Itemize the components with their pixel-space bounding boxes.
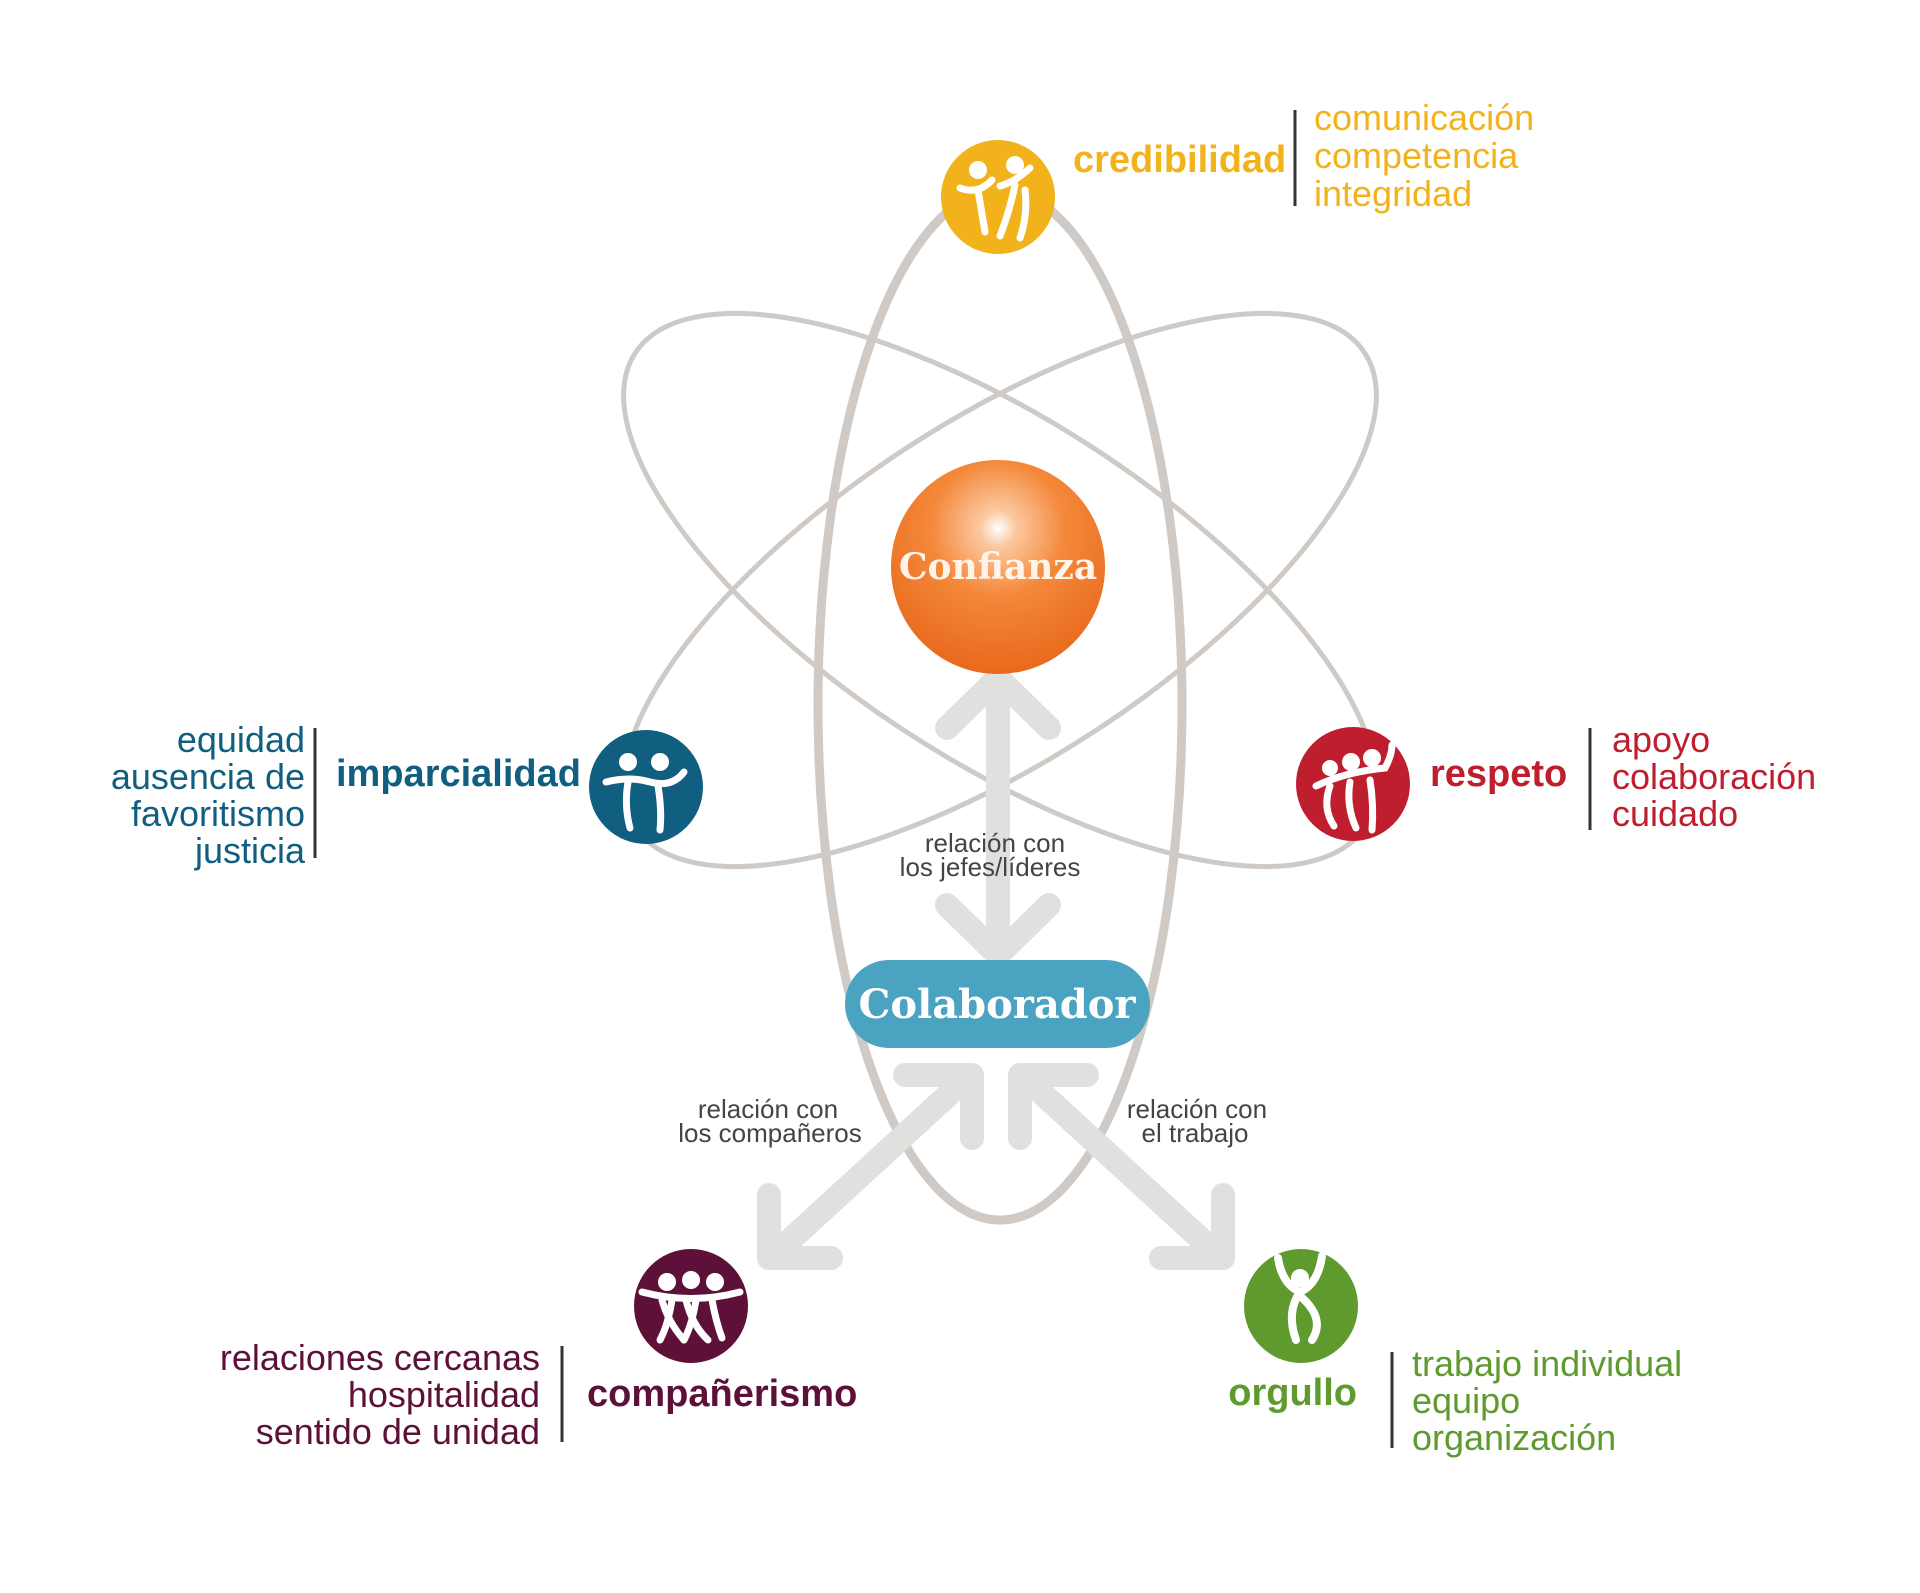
people-figures-icon	[602, 753, 688, 834]
raised-arms-figure-icon	[1274, 1252, 1326, 1344]
dimension-orgullo: orgullo trabajo individual equipo organi…	[1228, 1249, 1682, 1458]
orgullo-title: orgullo	[1228, 1372, 1357, 1414]
companerismo-title: compañerismo	[587, 1373, 857, 1415]
respeto-title: respeto	[1430, 753, 1567, 795]
relation-label-peers: relación con los compañeros	[678, 1094, 862, 1148]
people-figures-icon	[956, 156, 1034, 242]
group-figures-icon	[638, 1271, 744, 1344]
relation-peers-line-2: los compañeros	[678, 1118, 862, 1148]
credibilidad-title: credibilidad	[1073, 139, 1286, 181]
companerismo-item: hospitalidad	[348, 1374, 540, 1415]
dimension-imparcialidad: imparcialidad equidad ausencia de favori…	[111, 719, 703, 871]
respeto-item: apoyo	[1612, 719, 1710, 760]
arrow-leaders	[935, 666, 1061, 967]
imparcialidad-item: equidad	[177, 719, 305, 760]
orgullo-item: trabajo individual	[1412, 1343, 1682, 1384]
relation-work-line-1: relación con	[1127, 1094, 1267, 1124]
relation-leaders-line-2: los jefes/líderes	[900, 852, 1081, 882]
collaborator-pill	[845, 960, 1150, 1048]
credibilidad-item: comunicación	[1314, 97, 1534, 138]
relation-label-work: relación con el trabajo	[1127, 1094, 1267, 1148]
core-label: Confianza	[899, 546, 1097, 588]
people-figures-icon	[1312, 741, 1396, 834]
companerismo-item: relaciones cercanas	[220, 1337, 540, 1378]
collaborator-node: Colaborador	[845, 960, 1150, 1048]
orgullo-circle	[1244, 1249, 1358, 1363]
imparcialidad-circle	[589, 730, 703, 844]
relation-leaders-line-1: relación con	[925, 828, 1065, 858]
orgullo-item: organización	[1412, 1417, 1616, 1458]
collaborator-label: Colaborador	[859, 981, 1137, 1028]
orgullo-item: equipo	[1412, 1380, 1520, 1421]
dimension-companerismo: compañerismo relaciones cercanas hospita…	[220, 1249, 857, 1452]
arrow-peers	[757, 1063, 984, 1270]
respeto-item: colaboración	[1612, 756, 1816, 797]
credibilidad-item: integridad	[1314, 173, 1472, 214]
imparcialidad-item: justicia	[194, 830, 306, 871]
dimension-credibilidad: credibilidad comunicación competencia in…	[941, 97, 1534, 254]
relation-peers-line-1: relación con	[698, 1094, 838, 1124]
companerismo-item: sentido de unidad	[256, 1411, 540, 1452]
relation-label-leaders: relación con los jefes/líderes	[900, 828, 1081, 882]
imparcialidad-item: favoritismo	[131, 793, 305, 834]
relation-arrows	[757, 666, 1235, 1270]
relation-work-line-2: el trabajo	[1142, 1118, 1249, 1148]
credibilidad-item: competencia	[1314, 135, 1519, 176]
arrow-work	[1008, 1063, 1235, 1270]
dimension-respeto: respeto apoyo colaboración cuidado	[1296, 719, 1816, 841]
core-node: Confianza	[891, 460, 1105, 674]
core-sphere	[891, 460, 1105, 674]
imparcialidad-item: ausencia de	[111, 756, 305, 797]
respeto-item: cuidado	[1612, 793, 1738, 834]
imparcialidad-title: imparcialidad	[336, 753, 581, 795]
